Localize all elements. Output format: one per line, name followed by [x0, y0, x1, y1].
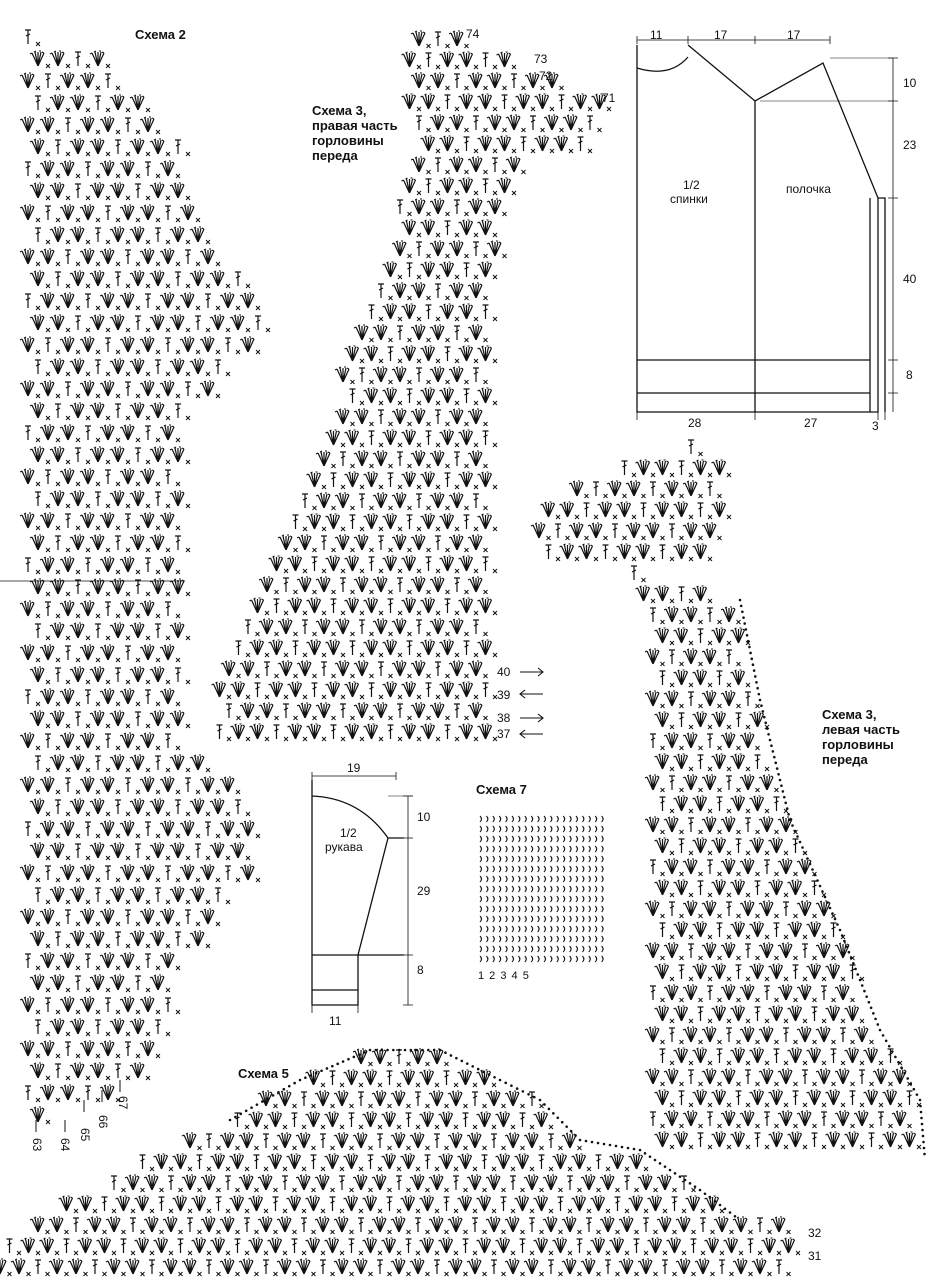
row-arrow-39 [519, 689, 543, 699]
row-number: 74 [466, 27, 480, 41]
row-number: 66 [96, 1115, 110, 1129]
row-number: 32 [808, 1226, 822, 1240]
dimension-label: 8 [417, 963, 424, 977]
title-line: горловины [822, 737, 894, 752]
row-number: 65 [78, 1128, 92, 1142]
body-pattern-outline [636, 44, 886, 413]
row-number: 39 [497, 688, 511, 702]
row-number: 38 [497, 711, 511, 725]
row-arrow-38 [520, 713, 544, 723]
row-number: 64 [58, 1138, 72, 1152]
title-line: горловины [312, 133, 384, 148]
sleeve-dimension-lines [311, 772, 413, 1013]
dimension-label: 19 [347, 761, 361, 775]
dimension-label: 3 [872, 419, 879, 433]
scheme-7-stitches [479, 815, 604, 963]
title-line: переда [312, 148, 358, 163]
sleeve-pattern-outline [311, 780, 404, 1006]
row-number: 72 [539, 69, 553, 83]
dimension-label: 10 [903, 76, 917, 90]
dimension-label: 11 [650, 28, 663, 42]
title-line: правая часть [312, 118, 398, 133]
row-number: 73 [534, 52, 548, 66]
row-arrow-40 [520, 667, 544, 677]
scheme-3-left-title: Схема 3, левая часть горловины переда [822, 707, 932, 767]
title-line: Схема 3, [822, 707, 877, 722]
row-number: 40 [497, 665, 511, 679]
pattern-outlines [0, 36, 898, 1132]
sleeve-label-fraction: 1/2 [340, 826, 357, 840]
scheme-2-title: Схема 2 [135, 27, 186, 42]
title-line: левая часть [822, 722, 900, 737]
scheme-5-title: Схема 5 [238, 1066, 289, 1081]
dimension-label: 40 [903, 272, 917, 286]
scheme-3-right-title: Схема 3, правая часть горловины переда [312, 103, 422, 163]
row-number: 71 [602, 91, 616, 105]
dimension-label: 17 [787, 28, 801, 42]
scheme-7-title: Схема 7 [476, 782, 527, 797]
front-label: полочка [786, 182, 831, 196]
dimension-label: 23 [903, 138, 917, 152]
title-line: Схема 3, [312, 103, 367, 118]
back-label: спинки [670, 192, 708, 206]
dimension-label: 8 [906, 368, 913, 382]
chain-dots [228, 598, 926, 1218]
back-label-fraction: 1/2 [683, 178, 700, 192]
scheme-5-edge [228, 1048, 737, 1218]
dimension-label: 11 [329, 1014, 342, 1028]
scheme-3-left-stitches [530, 439, 922, 1150]
scheme-3-left-edge [738, 598, 926, 1156]
row-number: 63 [30, 1138, 44, 1152]
dimension-label: 28 [688, 416, 702, 430]
dimension-label: 10 [417, 810, 431, 824]
row-number: 67 [116, 1096, 130, 1110]
scheme-7-column-numbers: 1 2 3 4 5 [478, 970, 530, 982]
scheme-2-stitches [19, 29, 271, 1125]
dimension-label: 17 [714, 28, 728, 42]
dimension-label: 27 [804, 416, 818, 430]
row-arrow-37 [519, 729, 543, 739]
stitch-symbols [0, 29, 922, 1277]
row-number: 31 [808, 1249, 822, 1263]
sleeve-label: рукава [325, 840, 363, 854]
dimension-label: 29 [417, 884, 431, 898]
row-number: 37 [497, 727, 511, 741]
title-line: переда [822, 752, 868, 767]
